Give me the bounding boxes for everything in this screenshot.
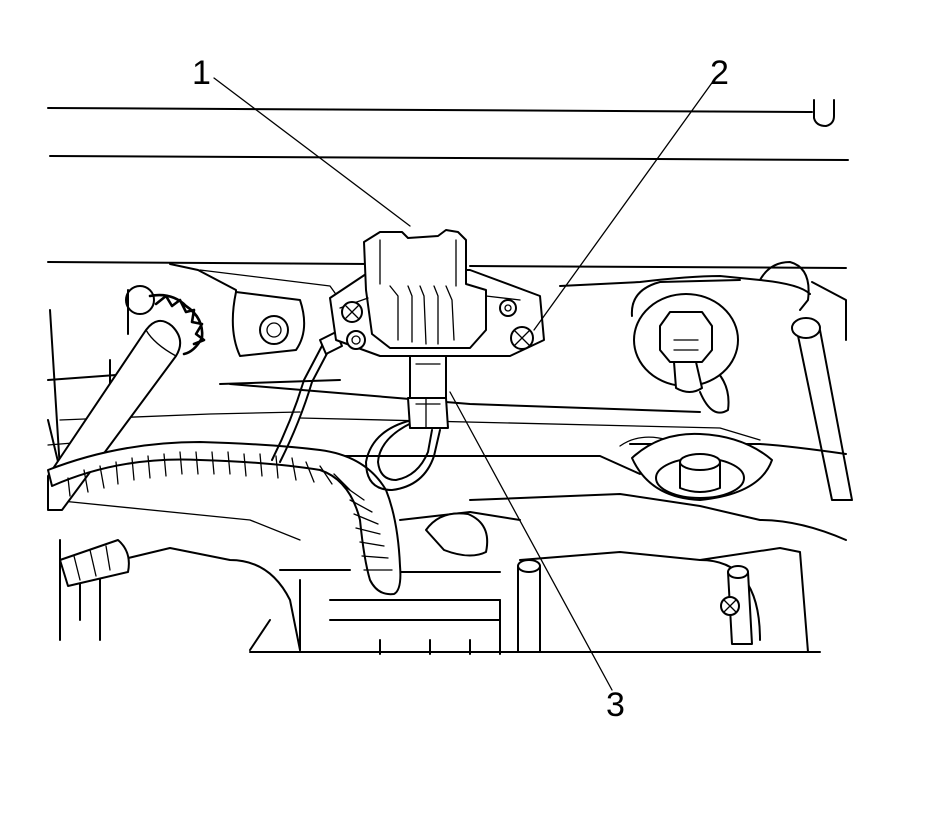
callout-leaders	[213, 77, 715, 691]
electrical-connector	[407, 355, 449, 429]
wiring-harness	[47, 441, 402, 596]
mounting-ear-left	[231, 291, 306, 357]
module-screws	[341, 299, 534, 350]
leader-3	[449, 391, 613, 691]
sensor-module	[329, 229, 545, 357]
callout-labels: 1 2 3	[192, 54, 729, 724]
callout-2: 2	[710, 54, 729, 92]
screw-left	[341, 301, 363, 323]
vehicle-structure	[47, 99, 853, 655]
screw-item-2	[510, 326, 534, 350]
leader-1	[213, 77, 411, 227]
screw-right	[499, 299, 517, 317]
callout-3: 3	[606, 686, 625, 724]
mounting-bolt-right	[633, 293, 739, 393]
lower-stud	[631, 432, 773, 501]
screw-lower-left	[346, 330, 366, 350]
leader-2	[533, 79, 715, 331]
callout-1: 1	[192, 54, 211, 92]
